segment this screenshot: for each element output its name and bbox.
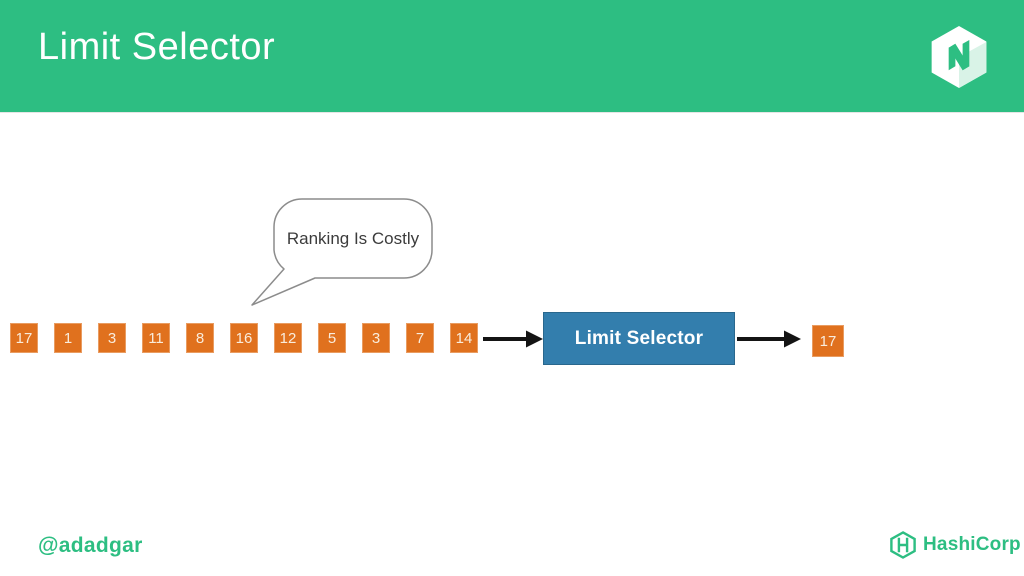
- input-value-box: 8: [186, 323, 214, 353]
- hashicorp-logo: HashiCorp: [890, 531, 1021, 559]
- header-bar: Limit Selector: [0, 0, 1024, 112]
- callout-text: Ranking Is Costly: [286, 228, 420, 248]
- nomad-logo-icon: [931, 26, 987, 88]
- input-value-box: 17: [10, 323, 38, 353]
- input-value-box: 12: [274, 323, 302, 353]
- hashicorp-wordmark: HashiCorp: [923, 534, 1021, 555]
- input-value-box: 7: [406, 323, 434, 353]
- output-value-box: 17: [812, 325, 844, 357]
- hashicorp-icon: [890, 531, 916, 559]
- input-value-box: 14: [450, 323, 478, 353]
- input-value-box: 3: [362, 323, 390, 353]
- limit-selector-box: Limit Selector: [543, 312, 735, 365]
- slide-title: Limit Selector: [38, 26, 276, 68]
- input-value-box: 1: [54, 323, 82, 353]
- input-value-box: 3: [98, 323, 126, 353]
- author-handle: @adadgar: [38, 534, 143, 557]
- input-value-box: 11: [142, 323, 170, 353]
- input-value-box: 5: [318, 323, 346, 353]
- right-arrow-icon: [737, 330, 801, 348]
- input-value-box: 16: [230, 323, 258, 353]
- right-arrow-icon: [483, 330, 543, 348]
- input-queue: 17 1 3 11 8 16 12 5 3 7 14: [10, 323, 478, 353]
- speech-bubble: [251, 198, 433, 306]
